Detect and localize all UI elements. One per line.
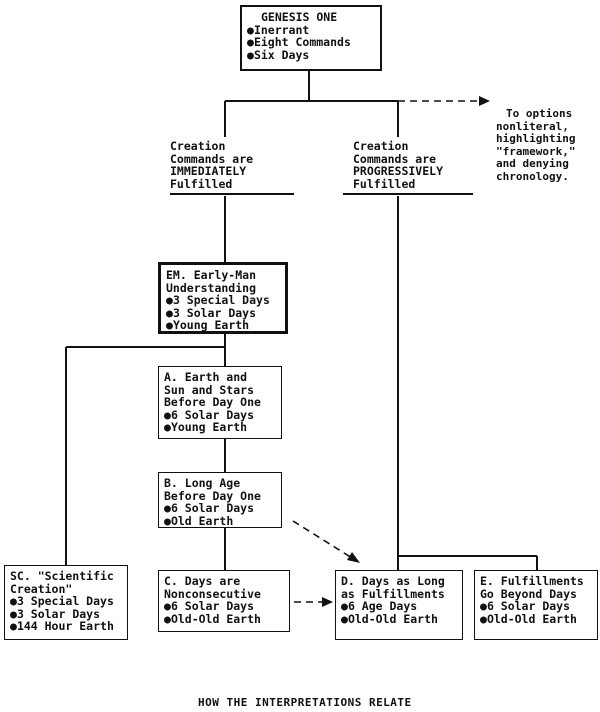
branch-immediate-line: Commands are bbox=[170, 151, 254, 166]
dashed-arrow-b-to-d bbox=[292, 520, 353, 559]
node-bullet: ●Old-Old Earth bbox=[480, 611, 577, 626]
genesis-one-node: GENESIS ONE ●Inerrant ●Eight Commands ●S… bbox=[240, 5, 382, 71]
node-title: as Fulfillments bbox=[341, 586, 445, 601]
node-bullet: ●3 Solar Days bbox=[10, 606, 101, 621]
node-title: EM. Early-Man bbox=[166, 268, 257, 282]
node-a: A. Earth and Sun and Stars Before Day On… bbox=[158, 366, 282, 439]
node-bullet: ●6 Solar Days bbox=[480, 599, 571, 613]
root-bullet: ●Inerrant bbox=[247, 22, 310, 37]
node-sc: SC. "Scientific Creation" ●3 Special Day… bbox=[4, 565, 128, 640]
node-bullet: ●144 Hour Earth bbox=[10, 619, 114, 633]
branch-immediate-line: IMMEDIATELY bbox=[170, 164, 247, 178]
node-bullet: ●Old-Old Earth bbox=[164, 611, 261, 626]
branch-progressive-line: Fulfilled bbox=[353, 176, 416, 191]
node-title: SC. "Scientific bbox=[10, 569, 114, 583]
branch-immediate-line: Creation bbox=[170, 139, 226, 153]
node-bullet: ●6 Solar Days bbox=[164, 599, 255, 613]
side-note-line: nonliteral, bbox=[496, 119, 569, 133]
branch-progressive: Creation Commands are PROGRESSIVELY Fulf… bbox=[343, 140, 473, 195]
arrowhead bbox=[322, 597, 333, 607]
node-bullet: ●3 Special Days bbox=[10, 594, 114, 608]
node-title: E. Fulfillments bbox=[480, 574, 584, 588]
node-title: Understanding bbox=[166, 280, 257, 295]
node-c: C. Days are Nonconsecutive ●6 Solar Days… bbox=[158, 570, 290, 632]
node-d: D. Days as Long as Fulfillments ●6 Age D… bbox=[335, 570, 463, 640]
root-bullet: ●Eight Commands bbox=[247, 35, 351, 49]
node-title: Sun and Stars bbox=[164, 382, 255, 397]
root-title: GENESIS ONE bbox=[261, 10, 338, 24]
figure-caption: HOW THE INTERPRETATIONS RELATE bbox=[198, 696, 412, 709]
branch-immediate: Creation Commands are IMMEDIATELY Fulfil… bbox=[170, 140, 294, 195]
node-title: Before Day One bbox=[164, 488, 261, 503]
node-title: Creation" bbox=[10, 581, 73, 596]
node-bullet: ●6 Solar Days bbox=[164, 501, 255, 515]
node-title: Go Beyond Days bbox=[480, 586, 577, 601]
side-note-line: and denying bbox=[496, 157, 569, 170]
node-title: B. Long Age bbox=[164, 476, 241, 490]
node-em: EM. Early-Man Understanding ●3 Special D… bbox=[158, 262, 288, 334]
node-bullet: ●Young Earth bbox=[166, 318, 250, 332]
node-bullet: ●3 Special Days bbox=[166, 293, 270, 307]
node-title: Nonconsecutive bbox=[164, 586, 261, 601]
node-bullet: ●Young Earth bbox=[164, 420, 248, 434]
side-note-line: To options bbox=[506, 107, 573, 120]
side-note-line: highlighting bbox=[496, 132, 576, 145]
node-bullet: ●Old Earth bbox=[164, 513, 234, 528]
branch-progressive-line: Commands are bbox=[353, 151, 437, 166]
node-title: Before Day One bbox=[164, 395, 261, 409]
side-note-line: "framework," bbox=[496, 144, 576, 158]
arrowhead bbox=[347, 552, 360, 563]
side-note: To options nonliteral, highlighting "fra… bbox=[496, 107, 596, 183]
node-title: C. Days are bbox=[164, 574, 241, 588]
arrowhead bbox=[479, 96, 490, 106]
node-b: B. Long Age Before Day One ●6 Solar Days… bbox=[158, 472, 282, 528]
side-note-line: chronology. bbox=[496, 169, 569, 183]
branch-progressive-line: PROGRESSIVELY bbox=[353, 164, 444, 178]
node-bullet: ●3 Solar Days bbox=[166, 305, 257, 320]
node-e: E. Fulfillments Go Beyond Days ●6 Solar … bbox=[474, 570, 598, 640]
root-bullet: ●Six Days bbox=[247, 47, 310, 62]
node-bullet: ●6 Age Days bbox=[341, 599, 418, 613]
branch-progressive-line: Creation bbox=[353, 139, 409, 153]
branch-immediate-line: Fulfilled bbox=[170, 176, 233, 191]
node-title: A. Earth and bbox=[164, 370, 248, 384]
node-bullet: ●Old-Old Earth bbox=[341, 611, 438, 626]
node-bullet: ●6 Solar Days bbox=[164, 407, 255, 422]
node-title: D. Days as Long bbox=[341, 574, 445, 588]
